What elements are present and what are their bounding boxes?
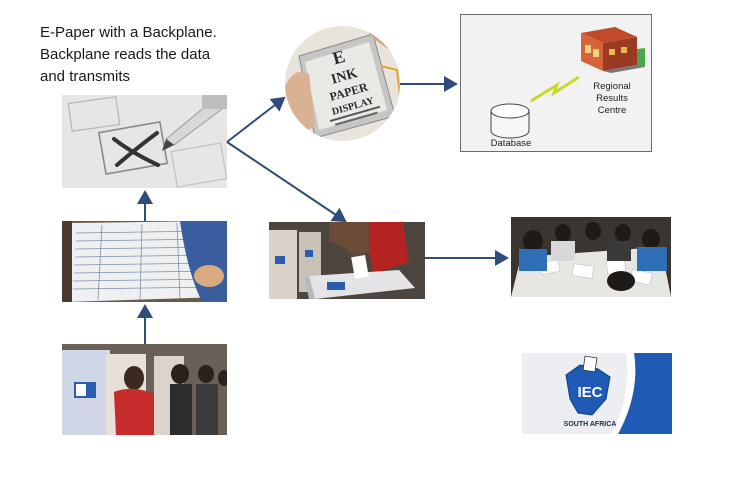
iec-country: SOUTH AFRICA [564,421,617,428]
lightning-link-icon [530,75,580,103]
caption-line-3: and transmits [40,68,131,85]
results-system-box: Database Regional Results Centre [460,14,652,152]
diagram-caption: E-Paper with a Backplane. Backplane read… [40,22,280,88]
caption-line-2: Backplane reads the data [40,46,211,63]
eink-line-2: INK [330,66,360,88]
arrow-ballot-to-ballotbox [226,141,347,223]
ballot-x-photo [62,95,227,188]
arrow-ballot-to-eink [226,96,286,143]
ballot-box-photo [269,222,425,299]
caption-line-1: E-Paper with a Backplane. [40,24,217,41]
database-icon [490,103,530,139]
database-label: Database [490,138,532,149]
vote-counting-photo [511,217,671,297]
eink-line-1: E [330,46,347,69]
tally-sheet-photo [62,221,227,302]
building-icon [581,27,645,73]
regional-results-centre-label: Regional Results Centre [593,81,631,116]
iec-acronym: IEC [577,384,602,401]
iec-logo: IEC SOUTH AFRICA [522,353,672,434]
voting-booths-photo [62,344,227,435]
